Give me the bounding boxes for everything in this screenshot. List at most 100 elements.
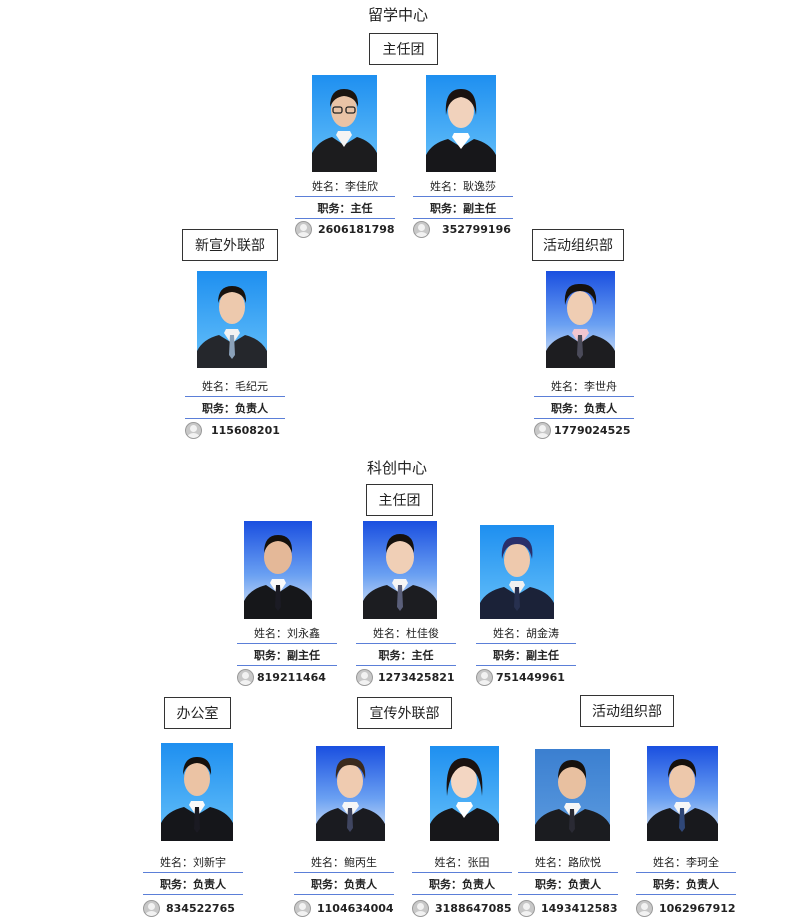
- member-photo: [161, 743, 233, 841]
- member-duty: 职务：负责人: [534, 397, 634, 419]
- member-contact: 115608201: [185, 420, 280, 440]
- person-silhouette-icon: [244, 535, 312, 619]
- member-photo: [535, 749, 610, 841]
- member-photo: [430, 746, 499, 841]
- member-card: 姓名：张田 职务：负责人 3188647085: [412, 743, 512, 918]
- member-qq: 115608201: [211, 423, 280, 437]
- qq-avatar-icon: [636, 899, 653, 917]
- member-qq: 834522765: [166, 901, 235, 915]
- member-contact: 3188647085: [412, 898, 512, 918]
- member-card: 姓名：李珂全 职务：负责人 1062967912: [636, 743, 736, 918]
- member-duty: 职务：负责人: [636, 873, 736, 895]
- qq-avatar-icon: [476, 668, 493, 686]
- member-name: 姓名：李珂全: [636, 851, 736, 873]
- person-silhouette-icon: [363, 534, 437, 619]
- member-qq: 1493412583: [541, 901, 618, 915]
- person-silhouette-icon: [426, 89, 496, 172]
- member-card: 姓名：李佳欣 职务：主任 2606181798: [295, 75, 395, 238]
- member-name: 姓名：耿逸莎: [413, 175, 513, 197]
- person-silhouette-icon: [312, 89, 377, 172]
- dept-box-activity-organization: 活动组织部: [580, 695, 674, 727]
- member-contact: 1779024525: [534, 420, 631, 440]
- member-duty: 职务：负责人: [143, 873, 243, 895]
- member-qq: 1273425821: [378, 670, 455, 684]
- center-title-science-innovation: 科创中心: [367, 459, 428, 477]
- qq-avatar-icon: [534, 421, 551, 439]
- member-card: 姓名：鲍丙生 职务：负责人 1104634004: [294, 743, 394, 918]
- member-name: 姓名：刘永鑫: [237, 622, 337, 644]
- member-qq: 751449961: [496, 670, 565, 684]
- member-duty: 职务：副主任: [237, 644, 337, 666]
- member-card: 姓名：毛纪元 职务：负责人 115608201: [185, 271, 285, 439]
- person-silhouette-icon: [480, 536, 554, 619]
- member-card: 姓名：路欣悦 职务：负责人 1493412583: [518, 743, 618, 918]
- person-silhouette-icon: [430, 758, 499, 841]
- person-silhouette-icon: [535, 760, 610, 841]
- person-silhouette-icon: [316, 758, 385, 841]
- qq-avatar-icon: [518, 899, 535, 917]
- person-silhouette-icon: [161, 757, 233, 841]
- member-qq: 3188647085: [435, 901, 512, 915]
- member-photo: [647, 746, 718, 841]
- member-contact: 834522765: [143, 898, 235, 918]
- member-card: 姓名：李世舟 职务：负责人 1779024525: [534, 271, 634, 439]
- member-name: 姓名：刘新宇: [143, 851, 243, 873]
- member-card: 姓名：耿逸莎 职务：副主任 352799196: [413, 75, 513, 238]
- member-name: 姓名：杜佳俊: [356, 622, 456, 644]
- qq-avatar-icon: [413, 220, 430, 238]
- member-name: 姓名：鲍丙生: [294, 851, 394, 873]
- person-silhouette-icon: [546, 283, 615, 368]
- member-photo: [480, 525, 554, 619]
- dept-box-publicity-outreach: 新宣外联部: [182, 229, 278, 261]
- member-duty: 职务：负责人: [294, 873, 394, 895]
- dept-box-activity-organization: 活动组织部: [532, 229, 624, 261]
- member-contact: 352799196: [413, 219, 511, 239]
- qq-avatar-icon: [356, 668, 373, 686]
- member-name: 姓名：胡金涛: [476, 622, 576, 644]
- member-duty: 职务：主任: [295, 197, 395, 219]
- dept-box-director-team: 主任团: [366, 484, 433, 516]
- member-contact: 819211464: [237, 667, 326, 687]
- qq-avatar-icon: [412, 899, 429, 917]
- member-card: 姓名：刘新宇 职务：负责人 834522765: [143, 743, 243, 918]
- member-duty: 职务：负责人: [518, 873, 618, 895]
- member-qq: 2606181798: [318, 222, 395, 236]
- member-contact: 1493412583: [518, 898, 618, 918]
- member-name: 姓名：毛纪元: [185, 375, 285, 397]
- member-qq: 1062967912: [659, 901, 736, 915]
- qq-avatar-icon: [143, 899, 160, 917]
- member-card: 姓名：刘永鑫 职务：副主任 819211464: [237, 521, 337, 686]
- member-name: 姓名：张田: [412, 851, 512, 873]
- member-duty: 职务：负责人: [412, 873, 512, 895]
- member-card: 姓名：胡金涛 职务：副主任 751449961: [476, 521, 576, 686]
- dept-box-office: 办公室: [164, 697, 231, 729]
- member-contact: 1273425821: [356, 667, 455, 687]
- member-contact: 1104634004: [294, 898, 394, 918]
- member-name: 姓名：路欣悦: [518, 851, 618, 873]
- member-duty: 职务：主任: [356, 644, 456, 666]
- member-photo: [426, 75, 496, 172]
- member-photo: [316, 746, 385, 841]
- member-qq: 1104634004: [317, 901, 394, 915]
- member-photo: [244, 521, 312, 619]
- member-qq: 1779024525: [554, 423, 631, 437]
- member-card: 姓名：杜佳俊 职务：主任 1273425821: [356, 521, 456, 686]
- person-silhouette-icon: [647, 759, 718, 841]
- dept-box-publicity-outreach: 宣传外联部: [357, 697, 452, 729]
- qq-avatar-icon: [185, 421, 202, 439]
- member-photo: [312, 75, 377, 172]
- dept-box-director-team: 主任团: [369, 33, 438, 65]
- person-silhouette-icon: [197, 286, 267, 368]
- member-name: 姓名：李世舟: [534, 375, 634, 397]
- member-photo: [546, 271, 615, 368]
- member-contact: 751449961: [476, 667, 565, 687]
- qq-avatar-icon: [295, 220, 312, 238]
- member-name: 姓名：李佳欣: [295, 175, 395, 197]
- member-duty: 职务：副主任: [413, 197, 513, 219]
- member-contact: 2606181798: [295, 219, 395, 239]
- center-title-study-abroad: 留学中心: [368, 6, 429, 24]
- qq-avatar-icon: [237, 668, 254, 686]
- member-contact: 1062967912: [636, 898, 736, 918]
- member-qq: 352799196: [442, 222, 511, 236]
- member-duty: 职务：负责人: [185, 397, 285, 419]
